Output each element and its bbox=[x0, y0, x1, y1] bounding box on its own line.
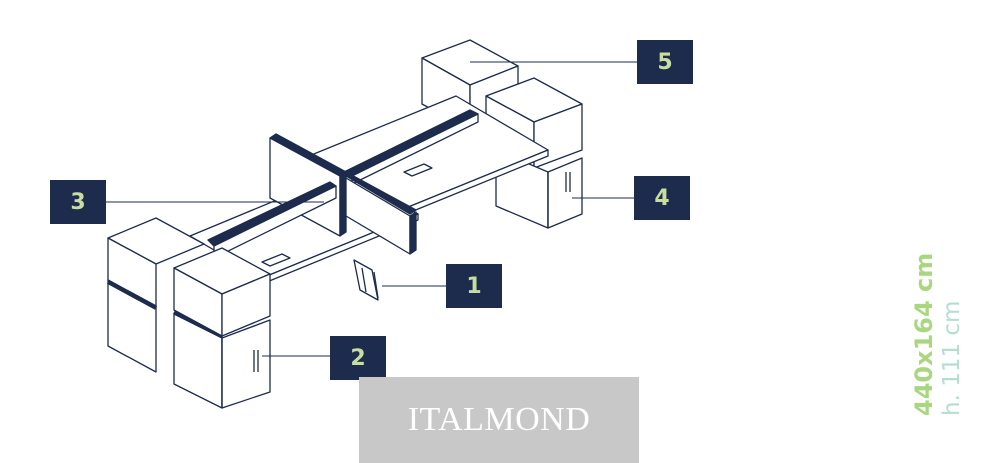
callout-1-label: 1 bbox=[466, 273, 482, 299]
divider-cross bbox=[269, 133, 417, 255]
front-right-storage bbox=[173, 247, 271, 409]
front-left-storage bbox=[107, 217, 205, 373]
divider-long-front bbox=[207, 181, 337, 259]
callout-5: 5 bbox=[637, 40, 693, 84]
callout-2-label: 2 bbox=[350, 345, 366, 371]
leader-lines bbox=[104, 61, 642, 357]
handles bbox=[253, 172, 571, 372]
callout-1: 1 bbox=[446, 264, 502, 308]
callout-4-label: 4 bbox=[654, 185, 670, 211]
footprint-dimension: 440x164 cm bbox=[910, 252, 938, 416]
callout-2: 2 bbox=[330, 336, 386, 380]
desk-leg bbox=[353, 259, 379, 301]
dimensions-block: 440x164 cm h. 111 cm bbox=[903, 236, 973, 416]
brand-watermark: ITALMOND bbox=[359, 377, 639, 463]
height-dimension: h. 111 cm bbox=[939, 300, 965, 416]
callout-3: 3 bbox=[50, 180, 106, 224]
callout-3-label: 3 bbox=[70, 189, 86, 215]
callout-5-label: 5 bbox=[657, 49, 673, 75]
grommets bbox=[261, 163, 433, 267]
callout-4: 4 bbox=[634, 176, 690, 220]
